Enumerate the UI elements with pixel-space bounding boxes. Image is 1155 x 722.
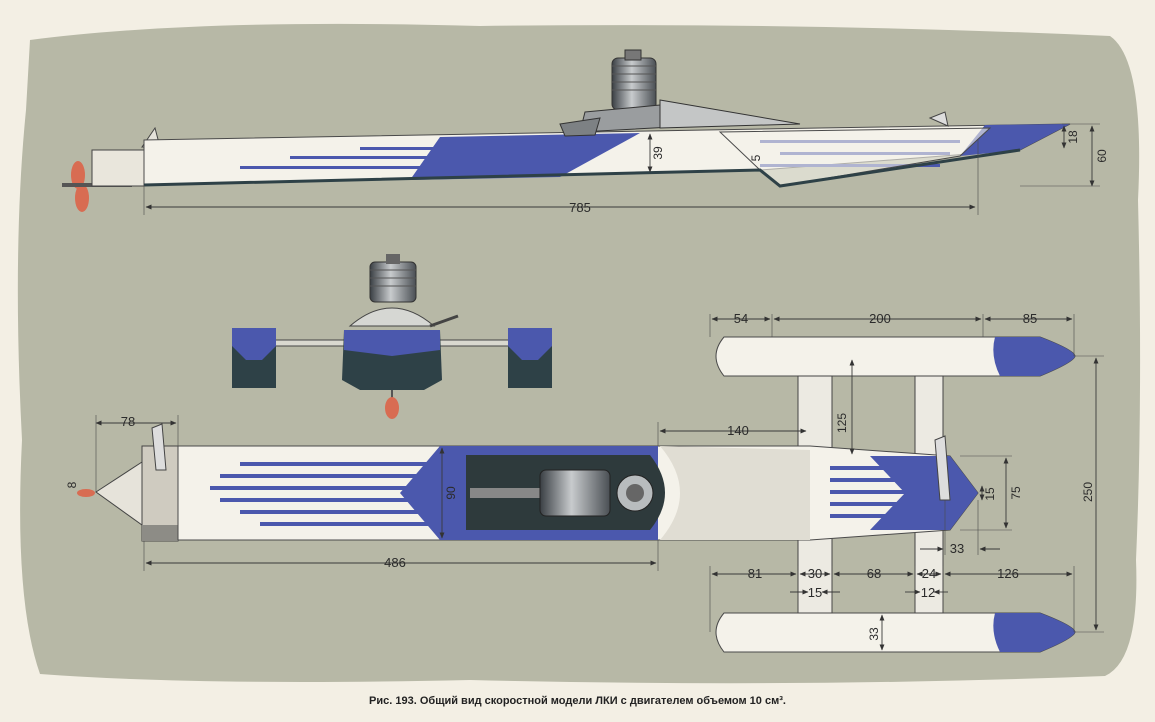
top-dim-bot-a: 81 bbox=[748, 566, 762, 581]
side-view: 785 60 18 39 5 bbox=[62, 49, 1109, 215]
top-view: 78 8 90 486 140 54 200 85 125 250 75 15 bbox=[65, 311, 1104, 653]
side-blue-tail bbox=[960, 124, 1070, 156]
top-dim-width: 250 bbox=[1081, 482, 1095, 502]
side-propeller-upper bbox=[71, 161, 85, 189]
side-dim-tip: 18 bbox=[1066, 130, 1080, 144]
front-view bbox=[232, 254, 552, 419]
front-engine bbox=[369, 261, 417, 303]
top-dim-tail-inner: 15 bbox=[983, 487, 997, 501]
top-engine bbox=[539, 469, 611, 517]
top-stripes-left bbox=[210, 462, 440, 526]
top-dim-beam: 90 bbox=[444, 486, 458, 500]
top-dim-engine: 140 bbox=[727, 423, 749, 438]
top-fin bbox=[934, 435, 951, 501]
top-dim-tail-off: 33 bbox=[950, 541, 964, 556]
top-dim-float-b: 200 bbox=[869, 311, 891, 326]
top-dim-tail: 75 bbox=[1009, 486, 1023, 500]
top-dim-bot-c: 68 bbox=[867, 566, 881, 581]
side-keel bbox=[143, 148, 1021, 188]
front-propeller bbox=[385, 397, 399, 419]
figure-caption: Рис. 193. Общий вид скоростной модели ЛК… bbox=[369, 695, 786, 707]
side-blue-panel bbox=[410, 133, 640, 180]
top-dim-prop: 8 bbox=[65, 481, 79, 488]
side-dim-step: 5 bbox=[749, 154, 763, 161]
side-fin bbox=[928, 111, 949, 127]
top-dim-bot-d: 24 bbox=[922, 566, 936, 581]
top-dim-sponson-span: 125 bbox=[835, 413, 849, 433]
top-dim-bot-g: 12 bbox=[921, 585, 935, 600]
top-dim-nose: 78 bbox=[121, 414, 135, 429]
top-stripes-right bbox=[830, 466, 905, 518]
top-propeller bbox=[77, 489, 95, 497]
top-dim-float-w: 33 bbox=[867, 627, 881, 641]
side-engine bbox=[559, 49, 801, 137]
top-dim-bot-e: 126 bbox=[997, 566, 1019, 581]
top-dim-hull: 486 bbox=[384, 555, 406, 570]
side-transom bbox=[91, 149, 145, 187]
side-dim-mid: 39 bbox=[651, 146, 665, 160]
top-dim-float-a: 54 bbox=[734, 311, 748, 326]
side-dim-height: 60 bbox=[1095, 149, 1109, 163]
top-dim-float-c: 85 bbox=[1023, 311, 1037, 326]
side-dim-length: 785 bbox=[569, 200, 591, 215]
top-dim-bot-f: 15 bbox=[808, 585, 822, 600]
side-propeller-lower bbox=[75, 184, 89, 212]
top-dim-bot-b: 30 bbox=[808, 566, 822, 581]
